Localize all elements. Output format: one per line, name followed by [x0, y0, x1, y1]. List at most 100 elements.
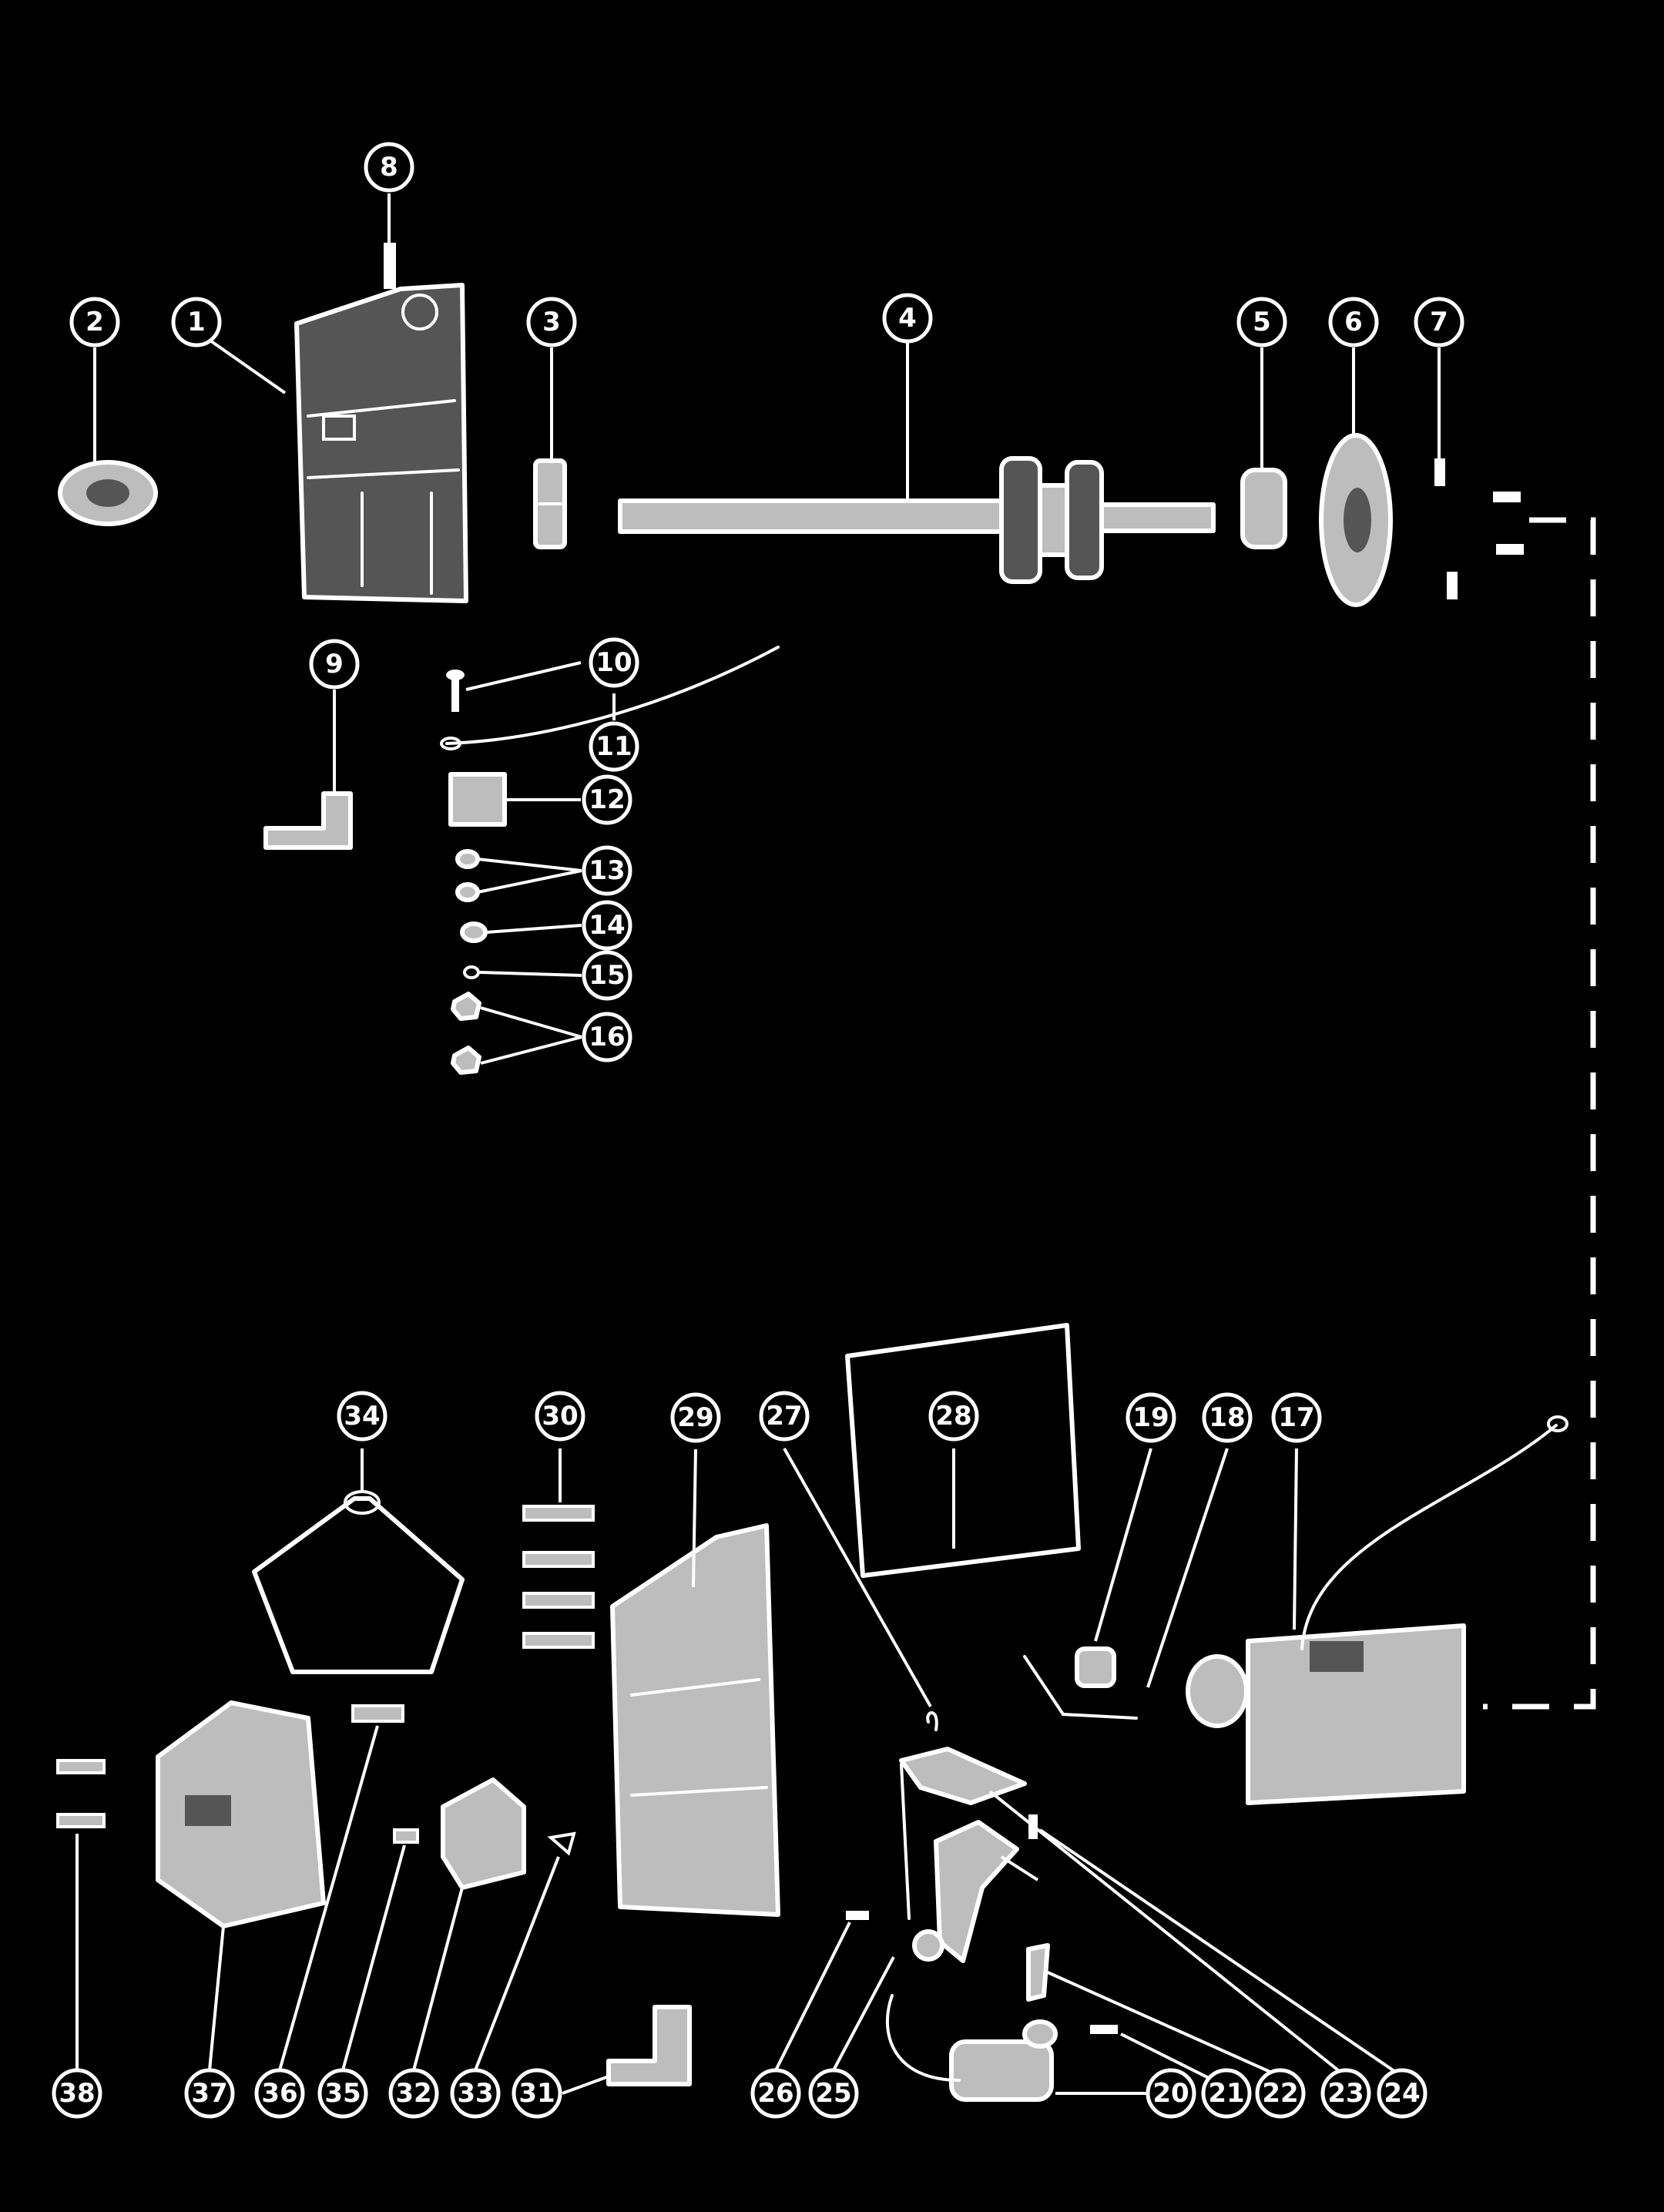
- part-2-seal-drawing: [58, 460, 158, 526]
- callout-6-label: 6: [1344, 307, 1363, 337]
- callout-35-label: 35: [324, 2078, 361, 2109]
- part-18-clip-drawing: [1023, 1655, 1138, 1720]
- callout-19-label: 19: [1132, 1402, 1169, 1433]
- callout-24-label: 24: [1384, 2078, 1420, 2109]
- part-35-pin-drawing: [393, 1828, 419, 1844]
- callout-14: 14: [582, 900, 632, 951]
- part-30-screws-drawing: [522, 1505, 595, 1649]
- callout-30: 30: [535, 1391, 585, 1442]
- callout-13: 13: [582, 845, 632, 896]
- callout-18: 18: [1202, 1392, 1253, 1443]
- callout-8: 8: [364, 142, 414, 193]
- callout-34: 34: [337, 1391, 387, 1442]
- callout-1: 1: [171, 297, 222, 347]
- part-9-elbow-fitting-drawing: [263, 791, 353, 850]
- callout-14-label: 14: [589, 910, 625, 941]
- callout-3-label: 3: [542, 307, 561, 337]
- callout-10: 10: [589, 637, 639, 688]
- callout-3: 3: [526, 297, 577, 347]
- callout-20: 20: [1146, 2068, 1196, 2119]
- part-22b-lead-drawing: [1026, 1943, 1050, 2002]
- callout-5-label: 5: [1253, 307, 1271, 337]
- callout-22-label: 22: [1262, 2078, 1298, 2109]
- callout-12: 12: [582, 774, 632, 825]
- callout-29: 29: [670, 1392, 721, 1443]
- callout-27-label: 27: [766, 1401, 802, 1432]
- callout-11-label: 11: [595, 731, 632, 762]
- part-3-bearing-drawing: [533, 458, 567, 549]
- part-15-washer-drawing: [463, 965, 480, 979]
- callout-13-label: 13: [589, 855, 625, 886]
- leader-lines: [75, 193, 1441, 2095]
- callout-16-label: 16: [589, 1022, 625, 1052]
- callout-9: 9: [309, 639, 360, 690]
- part-23-breaker-arm-drawing: [899, 1747, 1027, 1920]
- part-27-spring-drawing: [926, 1711, 938, 1731]
- callout-28-label: 28: [935, 1401, 971, 1432]
- callout-10-label: 10: [595, 647, 632, 678]
- callout-38-label: 38: [59, 2078, 95, 2109]
- callout-25: 25: [808, 2068, 859, 2119]
- part-12-block-drawing: [448, 772, 507, 827]
- callout-6: 6: [1328, 297, 1379, 347]
- callout-7: 7: [1414, 297, 1464, 347]
- callout-33-label: 33: [457, 2078, 493, 2109]
- part-14-washer-drawing: [460, 921, 488, 943]
- callout-37: 37: [184, 2068, 235, 2119]
- part-10-screw-drawing: [446, 670, 465, 712]
- callout-32-label: 32: [395, 2078, 431, 2109]
- callout-17: 17: [1271, 1392, 1322, 1443]
- callout-7-label: 7: [1430, 307, 1448, 337]
- callout-26: 26: [750, 2068, 801, 2119]
- callout-11: 11: [589, 721, 639, 772]
- callout-15-label: 15: [589, 960, 625, 991]
- part-34-gasket-drawing: [252, 1490, 465, 1674]
- callout-21-label: 21: [1208, 2078, 1244, 2109]
- callout-4: 4: [882, 293, 933, 344]
- part-32-rotor-drawing: [441, 1777, 526, 1890]
- callout-34-label: 34: [344, 1401, 380, 1432]
- callout-20-label: 20: [1152, 2078, 1189, 2109]
- part-6-plate-drawing: [1319, 433, 1393, 607]
- part-1-housing-drawing: [294, 283, 468, 603]
- part-37-housing-drawing: [156, 1700, 326, 1928]
- part-16-nuts-drawing: [451, 992, 481, 1075]
- callout-33: 33: [450, 2068, 501, 2119]
- callout-5: 5: [1236, 297, 1287, 347]
- callout-38: 38: [52, 2068, 102, 2119]
- callout-2-label: 2: [86, 307, 104, 337]
- callout-8-label: 8: [380, 152, 398, 183]
- callout-16: 16: [582, 1012, 632, 1062]
- callout-1-label: 1: [187, 307, 206, 337]
- assembly-dashed-line: [1483, 517, 1596, 1710]
- callout-32: 32: [388, 2068, 439, 2119]
- part-38-screws-drawing: [56, 1759, 106, 1828]
- part-8-stud-drawing: [384, 243, 396, 289]
- part-33-key-drawing: [547, 1831, 576, 1856]
- callout-25-label: 25: [815, 2078, 851, 2109]
- callout-9-label: 9: [325, 649, 344, 680]
- callout-12-label: 12: [589, 784, 625, 815]
- callout-24: 24: [1377, 2068, 1427, 2119]
- part-31-elbow-fitting-drawing: [606, 2005, 692, 2086]
- callout-36: 36: [254, 2068, 305, 2119]
- part-7-screws-drawing: [1434, 458, 1524, 599]
- callout-37-label: 37: [191, 2078, 227, 2109]
- part-21-screw-drawing: [1090, 2025, 1118, 2034]
- part-36-pin-drawing: [351, 1704, 404, 1723]
- part-5-bearing-drawing: [1240, 468, 1287, 549]
- callout-28: 28: [928, 1391, 979, 1442]
- part-17-coil-drawing: [1186, 1415, 1568, 1805]
- part-26-screw-drawing: [846, 1911, 869, 1920]
- callout-29-label: 29: [677, 1402, 713, 1433]
- callout-2: 2: [69, 297, 120, 347]
- part-20-condenser-drawing: [885, 1994, 1058, 2102]
- callout-23: 23: [1320, 2068, 1371, 2119]
- part-22-breaker-plate-drawing: [934, 1820, 1019, 1963]
- callout-23-label: 23: [1327, 2078, 1364, 2109]
- callout-30-label: 30: [542, 1401, 578, 1432]
- part-29-cover-drawing: [610, 1523, 780, 1917]
- callout-31: 31: [512, 2068, 562, 2119]
- callout-36-label: 36: [261, 2078, 297, 2109]
